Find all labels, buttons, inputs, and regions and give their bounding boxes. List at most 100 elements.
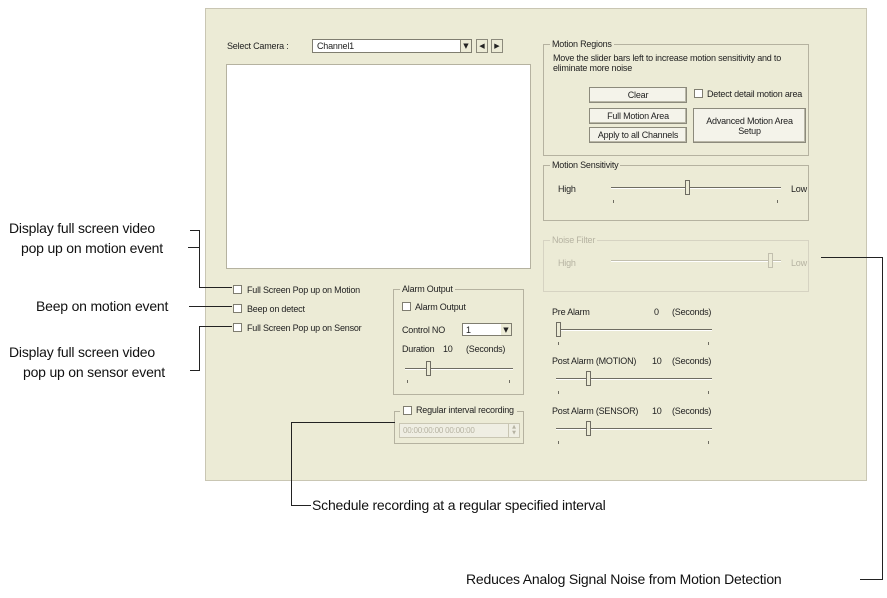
full-motion-area-button[interactable]: Full Motion Area (589, 108, 687, 124)
slider-track (611, 187, 781, 189)
beep-checkbox[interactable] (233, 304, 242, 313)
pre-alarm-slider[interactable] (556, 321, 712, 347)
duration-value: 10 (443, 344, 453, 354)
regular-interval-checkbox[interactable] (403, 405, 412, 415)
slider-tick (777, 200, 778, 203)
regular-interval-label: Regular interval recording (416, 405, 514, 415)
regular-interval-group: Regular interval recording 00:00:00:00 0… (394, 405, 524, 444)
post-alarm-sensor-unit: (Seconds) (672, 406, 712, 416)
annotation-fs-sensor-1: Display full screen video (9, 344, 155, 360)
annotation-line (188, 247, 199, 248)
annotation-line (199, 247, 200, 288)
noise-filter-group: Noise Filter High Low (543, 235, 809, 292)
fullscreen-motion-checkbox[interactable] (233, 285, 242, 294)
noise-filter-high-label: High (558, 258, 576, 268)
interval-time-value: 00:00:00:00 00:00:00 (403, 426, 475, 435)
annotation-line (199, 326, 200, 370)
post-alarm-motion-label: Post Alarm (MOTION) (552, 356, 637, 366)
next-camera-button[interactable]: ▶ (491, 39, 503, 53)
slider-tick (407, 380, 408, 383)
arrow-left-icon: ◀ (479, 42, 485, 50)
slider-track (556, 428, 712, 430)
control-no-select[interactable]: 1 ▼ (462, 323, 512, 336)
noise-filter-title: Noise Filter (550, 235, 598, 245)
slider-track (405, 368, 513, 370)
motion-sensitivity-high-label: High (558, 184, 576, 194)
post-alarm-sensor-label: Post Alarm (SENSOR) (552, 406, 639, 416)
noise-filter-low-label: Low (791, 258, 807, 268)
slider-track (556, 329, 712, 331)
pre-alarm-unit: (Seconds) (672, 307, 712, 317)
arrow-right-icon: ▶ (494, 42, 500, 50)
clear-button[interactable]: Clear (589, 87, 687, 103)
chevron-down-icon[interactable]: ▼ (460, 40, 471, 52)
post-alarm-sensor-value: 10 (652, 406, 662, 416)
annotation-noise: Reduces Analog Signal Noise from Motion … (466, 571, 782, 587)
motion-sensitivity-slider[interactable] (611, 180, 781, 208)
chevron-down-icon[interactable]: ▼ (501, 324, 511, 335)
advanced-motion-area-button[interactable]: Advanced Motion Area Setup (693, 108, 806, 143)
alarm-output-checkbox[interactable] (402, 302, 411, 311)
annotation-line (199, 230, 200, 248)
annotation-fs-sensor-2: pop up on sensor event (23, 364, 165, 380)
interval-time-field[interactable]: 00:00:00:00 00:00:00 ▲▼ (399, 423, 520, 438)
slider-tick (708, 391, 709, 394)
apply-all-channels-button[interactable]: Apply to all Channels (589, 127, 687, 143)
noise-filter-slider[interactable] (611, 253, 781, 277)
motion-regions-hint-1: Move the slider bars left to increase mo… (553, 53, 782, 63)
annotation-line (291, 422, 292, 506)
annotation-line (199, 326, 232, 327)
annotation-fs-motion-1: Display full screen video (9, 220, 155, 236)
prev-camera-button[interactable]: ◀ (476, 39, 488, 53)
post-alarm-motion-value: 10 (652, 356, 662, 366)
motion-regions-title: Motion Regions (550, 39, 614, 49)
slider-tick (558, 391, 559, 394)
camera-select[interactable]: Channel1 ▼ (312, 39, 472, 53)
annotation-line (860, 579, 883, 580)
slider-thumb[interactable] (685, 180, 690, 195)
annotation-line (189, 306, 232, 307)
motion-settings-dialog: Select Camera : Channel1 ▼ ◀ ▶ Motion Re… (205, 8, 867, 481)
fullscreen-sensor-checkbox[interactable] (233, 323, 242, 332)
slider-tick (708, 342, 709, 345)
control-no-value: 1 (466, 325, 471, 335)
motion-regions-group: Motion Regions Move the slider bars left… (543, 39, 809, 156)
pre-alarm-label: Pre Alarm (552, 307, 590, 317)
detect-detail-checkbox[interactable] (694, 89, 703, 98)
duration-unit: (Seconds) (466, 344, 506, 354)
advanced-motion-area-label-2: Setup (738, 125, 761, 136)
slider-tick (558, 342, 559, 345)
slider-thumb[interactable] (586, 371, 591, 386)
annotation-fs-motion-2: pop up on motion event (21, 240, 163, 256)
annotation-line (882, 257, 883, 580)
motion-sensitivity-low-label: Low (791, 184, 807, 194)
slider-thumb[interactable] (586, 421, 591, 436)
slider-thumb[interactable] (426, 361, 431, 376)
duration-slider[interactable] (405, 361, 513, 385)
regular-interval-legend: Regular interval recording (400, 405, 517, 415)
spinner-icon[interactable]: ▲▼ (508, 424, 519, 437)
pre-alarm-value: 0 (654, 307, 659, 317)
detect-detail-label: Detect detail motion area (707, 89, 803, 99)
fullscreen-motion-label: Full Screen Pop up on Motion (247, 285, 360, 295)
slider-thumb[interactable] (556, 322, 561, 337)
slider-thumb[interactable] (768, 253, 773, 268)
video-preview[interactable] (226, 64, 531, 269)
slider-tick (509, 380, 510, 383)
annotation-line (190, 230, 200, 231)
annotation-line (821, 257, 883, 258)
post-alarm-motion-unit: (Seconds) (672, 356, 712, 366)
annotation-line (199, 287, 232, 288)
select-camera-label: Select Camera : (227, 41, 289, 51)
slider-tick (613, 200, 614, 203)
duration-label: Duration (402, 344, 435, 354)
beep-label: Beep on detect (247, 304, 305, 314)
motion-sensitivity-group: Motion Sensitivity High Low (543, 160, 809, 221)
post-alarm-sensor-slider[interactable] (556, 420, 712, 446)
slider-track (556, 378, 712, 380)
motion-sensitivity-title: Motion Sensitivity (550, 160, 621, 170)
control-no-label: Control NO (402, 325, 446, 335)
post-alarm-motion-slider[interactable] (556, 370, 712, 396)
slider-tick (558, 441, 559, 444)
annotation-line (190, 370, 200, 371)
